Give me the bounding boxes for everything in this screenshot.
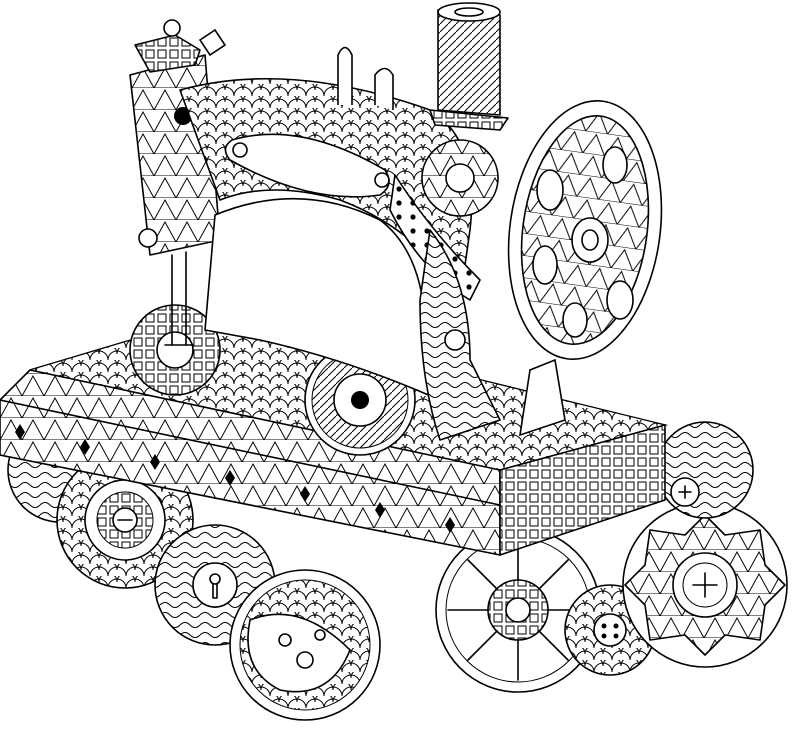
hand-wheel (507, 100, 663, 437)
button-top-right (656, 421, 754, 519)
thread-spool (429, 2, 509, 131)
machine-base (0, 304, 669, 556)
wheel-right-flower (622, 502, 788, 668)
machine-body (129, 19, 501, 441)
wheel-center-front (229, 569, 381, 721)
